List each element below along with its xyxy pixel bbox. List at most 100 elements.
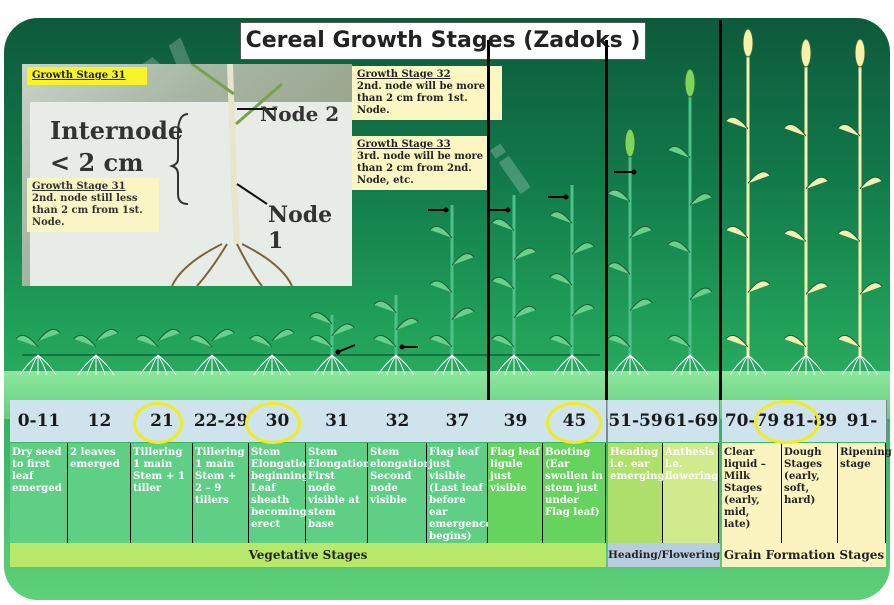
plant-root — [513, 354, 524, 376]
pointer-arrow — [337, 344, 356, 353]
plant-leaf — [747, 171, 771, 184]
plant-root — [377, 354, 397, 376]
plant-root — [322, 354, 333, 376]
plant-root — [193, 354, 213, 376]
group-heading-flowering: Heading/Flowering — [608, 543, 720, 567]
divider — [605, 40, 608, 400]
plant-root — [433, 354, 453, 376]
stage-description: Stem Elongation beginning Leaf sheath be… — [249, 443, 313, 543]
plant-leaf — [73, 334, 97, 348]
stage-code: 31 — [306, 400, 369, 442]
stage-description: Stem elongation Second node visible — [368, 443, 431, 543]
plant-root — [386, 354, 397, 376]
plant-root — [331, 354, 342, 376]
plant-root — [738, 354, 749, 376]
plant-root — [395, 354, 406, 376]
plant-leaf — [309, 334, 333, 348]
plant-leaf — [331, 323, 355, 336]
plant-root — [571, 354, 582, 376]
plant-root — [253, 354, 273, 376]
plant-root — [553, 354, 573, 376]
plant-root — [850, 354, 861, 376]
stage-description: Stem Elongation. First node visible at s… — [306, 443, 374, 543]
stage-code: 51-59 — [608, 400, 664, 442]
highlight-circle — [754, 400, 820, 444]
plant-root — [689, 354, 700, 376]
plant-leaf — [429, 280, 453, 293]
plant-leaf — [725, 334, 749, 348]
plant-leaf — [837, 124, 861, 137]
plant-root — [562, 354, 573, 376]
plant-root — [211, 354, 231, 376]
stage-description: Anthesis i.e. flowering — [663, 443, 719, 543]
plant-leaf — [571, 304, 595, 317]
plant-leaf — [805, 282, 829, 295]
plant-root — [139, 354, 159, 376]
plant-root — [629, 354, 640, 376]
plant-leaf — [491, 218, 515, 231]
plant-leaf — [607, 189, 631, 202]
plant-root — [747, 354, 758, 376]
plant-root — [37, 354, 48, 376]
plant-leaf — [429, 334, 453, 348]
plant-root — [37, 354, 57, 376]
divider — [487, 40, 490, 400]
plant-root — [442, 354, 453, 376]
plant-leaf — [859, 282, 883, 295]
plant-root — [620, 354, 631, 376]
plant-leaf — [15, 334, 39, 348]
stage-code: 12 — [68, 400, 132, 442]
stage-description: Dry seed to first leaf emerged — [10, 443, 68, 543]
plant-leaf — [689, 287, 713, 301]
plant-root — [689, 354, 709, 376]
plant-leaf — [95, 328, 119, 342]
plant-root — [313, 354, 333, 376]
plant-leaf — [859, 176, 883, 190]
plant-leaf — [783, 229, 807, 242]
plant-leaf — [189, 334, 213, 348]
page-title: Cereal Growth Stages (Zadoks ) — [240, 22, 646, 60]
stage-description: Dough Stages (early, soft, hard) — [782, 443, 838, 543]
highlight-circle — [546, 402, 602, 444]
plant-ear — [742, 28, 754, 58]
plant-ear — [684, 68, 696, 98]
plant-root — [86, 354, 97, 376]
stem-photo: Internode < 2 cm Node 2 Node 1 — [22, 64, 352, 286]
stage-code: 39 — [488, 400, 544, 442]
plant-root — [787, 354, 807, 376]
plant-root — [395, 354, 415, 376]
highlight-circle — [245, 402, 301, 444]
plant-root — [451, 354, 462, 376]
plant-root — [157, 354, 168, 376]
plant-leaf — [135, 334, 159, 348]
plant-leaf — [837, 334, 861, 348]
plant-root — [671, 354, 691, 376]
plant-leaf — [373, 334, 397, 348]
plant-leaf — [373, 300, 397, 314]
stage-description: Flag leaf ligule just visible — [488, 443, 543, 543]
plant-root — [28, 354, 39, 376]
stage-description: Tillering 1 main Stem + 1 tiller — [131, 443, 193, 543]
plant-leaf — [607, 262, 631, 275]
stage-description: Booting (Ear swollen in stem just under … — [543, 443, 606, 543]
plant-leaf — [571, 242, 595, 255]
highlight-circle — [133, 402, 183, 444]
plant-root — [19, 354, 39, 376]
plant-leaf — [549, 273, 573, 286]
stage-code: 22-29 — [193, 400, 250, 442]
stage-code: 91-99 — [838, 400, 887, 473]
plant-root — [504, 354, 515, 376]
stage-code: 37 — [427, 400, 489, 442]
plant-leaf — [629, 225, 653, 239]
plant-leaf — [513, 305, 537, 319]
plant-ear — [854, 38, 866, 68]
plant-leaf — [271, 328, 295, 342]
plant-leaf — [667, 334, 691, 348]
plant-root — [202, 354, 213, 376]
plant-leaf — [783, 334, 807, 348]
stage-description: Tillering 1 main Stem + 2 – 9 tillers — [193, 443, 249, 543]
